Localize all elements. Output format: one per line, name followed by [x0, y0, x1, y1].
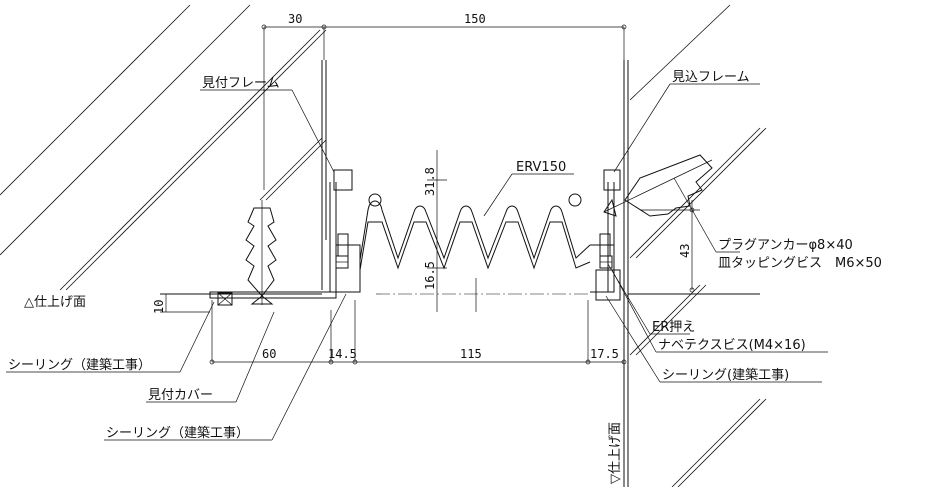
- erv-bellows: [359, 193, 591, 271]
- labels: 見付フレーム 見込フレーム ERV150 プラグアンカーφ8×40 皿タッピング…: [8, 70, 882, 484]
- screws: [335, 255, 613, 269]
- wall-faces: [160, 60, 760, 487]
- label-erv: ERV150: [516, 160, 566, 175]
- dim-bottom-offset: 16.5: [423, 261, 437, 290]
- dim-top-main: 150: [464, 12, 486, 26]
- dim-bottom-17-5: 17.5: [590, 347, 619, 361]
- left-wall-hatch: [0, 4, 327, 291]
- center-mark: [376, 278, 590, 312]
- label-er-press: ER押え: [652, 320, 695, 335]
- right-frame: [590, 169, 621, 301]
- label-sealing-left: シーリング（建築工事）: [8, 358, 151, 373]
- vertical-dimensions: [160, 150, 700, 313]
- label-mitsuke-frame: 見付フレーム: [202, 76, 280, 91]
- dim-bottom-14-5: 14.5: [328, 347, 357, 361]
- label-finish-face-left: △仕上げ面: [24, 295, 86, 310]
- label-finish-face-right: ▽仕上げ面: [608, 422, 623, 484]
- dim-top-left: 30: [288, 12, 302, 26]
- leader-lines: [6, 83, 828, 441]
- right-wall-hatch: [629, 4, 767, 487]
- label-sealing-right: シーリング(建築工事): [662, 368, 789, 383]
- label-plug-anchor: プラグアンカーφ8×40: [718, 238, 853, 253]
- right-anchor: [603, 154, 713, 217]
- label-sealing-bottom: シーリング（建築工事）: [106, 426, 249, 441]
- bottom-dimension: [209, 300, 627, 365]
- label-nabe-screw: ナベテクスビス(M4×16): [658, 338, 806, 353]
- dimension-texts: 30 150 31.8 16.5 43 10 60 14.5 115 17.5: [152, 12, 692, 361]
- label-tapping-screw: 皿タッピングビス M6×50: [718, 256, 882, 271]
- dim-fin-height: 31.8: [423, 167, 437, 196]
- dim-bottom-115: 115: [460, 347, 482, 361]
- dim-finish-depth: 10: [152, 300, 166, 314]
- left-anchor: [245, 200, 277, 305]
- top-dimension: [261, 24, 627, 190]
- dim-right-height: 43: [678, 244, 692, 258]
- label-mikomi-frame: 見込フレーム: [672, 70, 750, 85]
- label-mitsuke-cover: 見付カバー: [148, 388, 213, 403]
- left-frame: [209, 169, 361, 306]
- dim-bottom-60: 60: [262, 347, 276, 361]
